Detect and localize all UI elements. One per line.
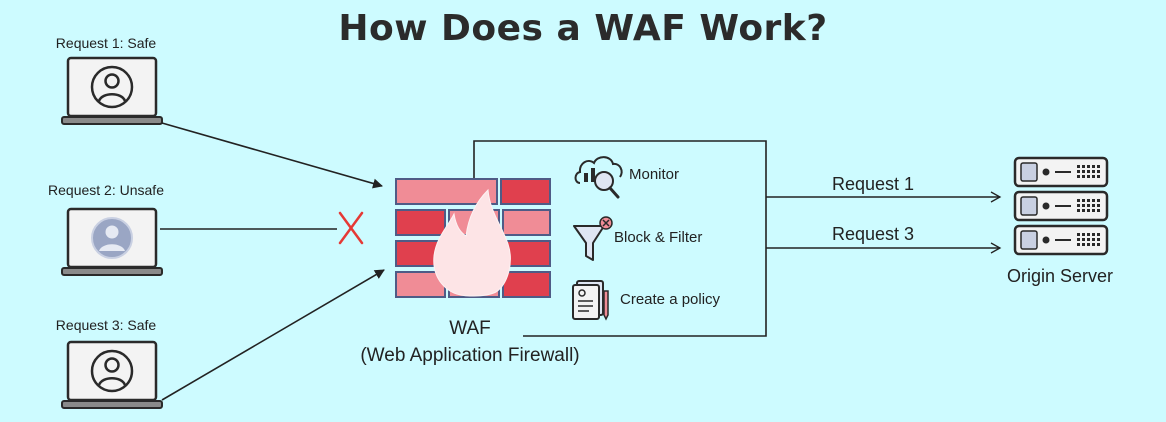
laptop-icon-2: [61, 207, 163, 276]
server-rack-icon: [1013, 156, 1109, 256]
waf-full-name-label: (Web Application Firewall): [360, 345, 580, 366]
diagram-title: How Does a WAF Work?: [338, 8, 828, 49]
laptop-icon-3: [61, 340, 163, 409]
user-icon: [90, 65, 134, 109]
policy-document-icon: [572, 280, 609, 321]
user-icon: [91, 217, 133, 259]
firewall-icon: [395, 178, 551, 298]
flame-icon: [433, 188, 511, 297]
function-monitor-label: Monitor: [629, 166, 680, 183]
user-icon: [90, 349, 134, 393]
request-3-label: Request 3: Safe: [55, 317, 157, 333]
function-create-policy-label: Create a policy: [620, 291, 721, 308]
forwarded-request-1-label: Request 1: [832, 174, 915, 194]
function-block-filter-label: Block & Filter: [614, 229, 703, 246]
request-2-label: Request 2: Unsafe: [48, 182, 164, 198]
arrow-request-1: [161, 122, 383, 189]
monitor-analytics-icon: [574, 156, 623, 199]
waf-functions-panel: [473, 140, 767, 337]
blocked-x-icon: [338, 211, 364, 245]
filter-funnel-icon: [573, 216, 613, 261]
laptop-icon-1: [61, 56, 163, 125]
waf-label: WAF: [449, 318, 491, 339]
arrow-request-3: [161, 269, 385, 401]
forwarded-request-3-label: Request 3: [832, 224, 915, 244]
origin-server-label: Origin Server: [1006, 266, 1114, 286]
request-1-label: Request 1: Safe: [55, 35, 157, 51]
